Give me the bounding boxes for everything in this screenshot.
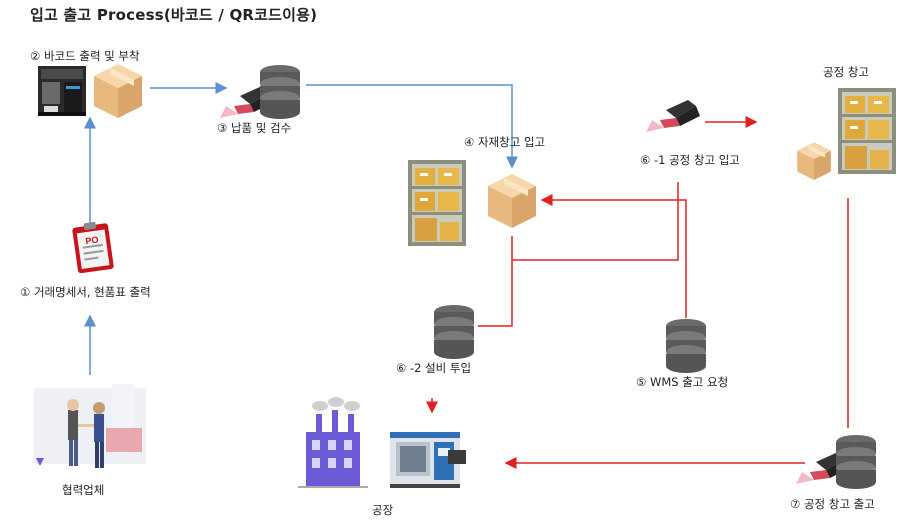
wms-db-icon [666,319,706,373]
process-box-icon [797,142,831,180]
label-material-warehouse-in: ④ 자재창고 입고 [464,135,546,149]
delivery-db-icon [260,65,300,119]
label-barcode-print: ② 바코드 출력 및 부착 [30,49,140,63]
label-factory: 공장 [372,503,394,517]
partner-illustration-icon [34,384,146,468]
label-process-warehouse: 공정 창고 [823,65,869,79]
flow-warehouse-to-equipment [478,260,513,327]
page-title: 입고 출고 Process(바코드 / QR코드이용) [30,6,318,24]
process-in-scanner-icon [646,100,700,132]
out-db-icon [836,435,876,489]
process-shelf-icon [838,88,896,174]
label-process-warehouse-out: ⑦ 공정 창고 출고 [790,497,875,511]
flow-warehouse-to-process-in [511,182,679,261]
cnc-machine-icon [390,432,466,488]
equipment-db-icon [434,305,474,359]
barcode-printer-icon [38,66,86,116]
po-badge-text: PO [85,234,99,246]
barcode-box-icon [94,64,142,118]
label-statement-print: ① 거래명세서, 현품표 출력 [20,285,151,299]
po-clipboard-icon: PO [72,221,114,274]
flow-wms-to-warehouse [540,194,687,318]
material-box-icon [488,174,536,228]
label-equipment-input: ⑥ -2 설비 투입 [396,361,472,375]
flow-delivery-to-warehouse [306,84,518,169]
label-partner: 협력업체 [62,483,105,497]
label-wms-request: ⑤ WMS 출고 요청 [636,375,729,389]
label-delivery-inspect: ③ 납품 및 검수 [217,121,292,135]
factory-building-icon [298,397,368,488]
label-process-warehouse-in: ⑥ -1 공정 창고 입고 [640,153,740,167]
material-shelf-icon [408,160,466,246]
